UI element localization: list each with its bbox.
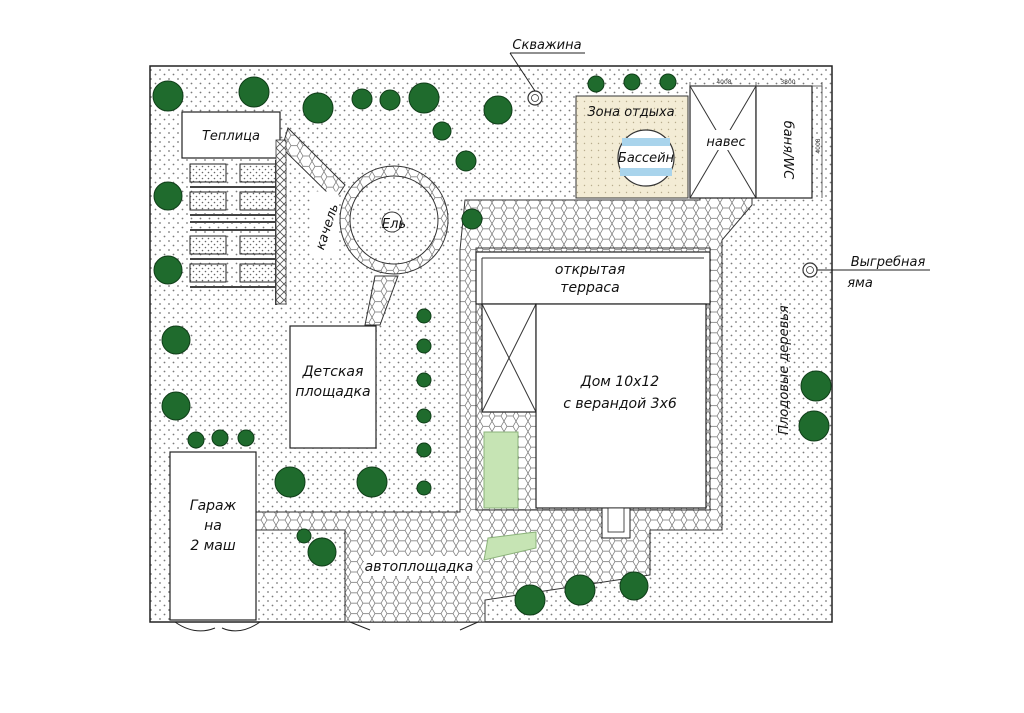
dim-1: 4008 — [716, 79, 731, 86]
dim-3: 4008 — [815, 138, 822, 153]
playground-label-2: площадка — [295, 384, 370, 400]
tree — [152, 80, 184, 112]
tree — [416, 372, 432, 388]
tree — [237, 429, 255, 447]
dim-2: 3800 — [780, 79, 795, 86]
tree — [161, 391, 191, 421]
rest-zone-label: Зона отдыха — [587, 105, 674, 120]
tree — [623, 73, 641, 91]
tree — [587, 75, 605, 93]
tree — [514, 584, 546, 616]
tree — [416, 442, 432, 458]
tree — [619, 571, 649, 601]
tree — [659, 73, 677, 91]
tree — [238, 76, 270, 108]
tree — [455, 150, 477, 172]
playground — [289, 325, 377, 449]
tree — [351, 88, 373, 110]
tree — [798, 410, 830, 442]
tree — [379, 89, 401, 111]
tree — [564, 574, 596, 606]
bath — [755, 85, 813, 199]
tree — [296, 528, 312, 544]
greenhouse-label: Теплица — [202, 129, 260, 144]
terrace-label-2: терраса — [560, 280, 619, 296]
playground-label-1: Детская — [302, 364, 364, 380]
swing — [311, 191, 339, 259]
house — [535, 303, 707, 509]
tree — [161, 325, 191, 355]
garden-beds — [189, 163, 277, 283]
tree — [302, 92, 334, 124]
steps-column — [275, 139, 287, 305]
terrace — [475, 251, 711, 305]
tree — [307, 537, 337, 567]
tree — [416, 408, 432, 424]
dimension-lines — [689, 82, 823, 198]
tree — [416, 480, 432, 496]
gates — [174, 621, 479, 632]
tree — [211, 429, 229, 447]
tree — [432, 121, 452, 141]
house-label-2: с верандой 3х6 — [563, 396, 677, 412]
spruce-trunk — [381, 211, 403, 233]
tree — [800, 370, 832, 402]
well-label: Скважина — [512, 38, 581, 53]
greenhouse — [181, 111, 281, 159]
well-leader — [509, 52, 536, 92]
spruce-label: Ель — [382, 217, 406, 232]
pool-label: Бассейн — [618, 151, 675, 166]
tree — [483, 95, 513, 125]
fruit-trees-label: Плодовые деревья — [777, 305, 792, 435]
garage — [169, 451, 257, 621]
house-label-1: Дом 10х12 — [580, 374, 660, 390]
garage-label-3: 2 маш — [190, 538, 235, 554]
garage-label-1: Гараж — [190, 498, 237, 514]
tree — [461, 208, 483, 230]
tree — [187, 431, 205, 449]
garage-label-2: на — [204, 518, 222, 534]
lawn-bed — [483, 431, 519, 509]
canopy-label: навес — [706, 135, 745, 150]
lawn-triangle — [483, 531, 537, 561]
tree — [153, 181, 183, 211]
pool-water-2 — [620, 168, 672, 176]
tree — [274, 466, 306, 498]
bath-label: баня/WC — [780, 121, 795, 181]
trees — [152, 73, 832, 616]
pool-water-1 — [622, 138, 670, 146]
cesspool-label-2: яма — [847, 276, 873, 291]
tree — [153, 255, 183, 285]
tree — [356, 466, 388, 498]
tree — [416, 338, 432, 354]
tree — [416, 308, 432, 324]
cesspool-label-1: Выгребная — [851, 255, 926, 270]
parking-label: автоплощадка — [365, 559, 474, 575]
tree — [408, 82, 440, 114]
terrace-label-1: открытая — [555, 262, 625, 278]
